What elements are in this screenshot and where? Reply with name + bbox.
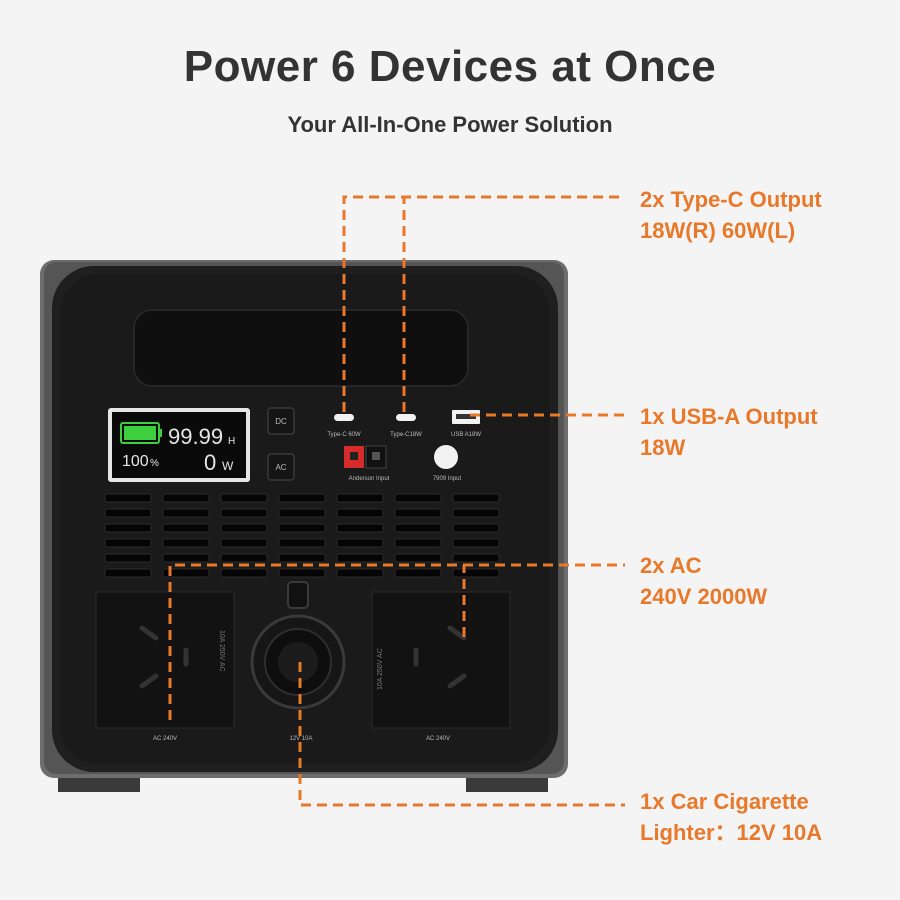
vent-slot — [394, 568, 442, 578]
vent-slot — [162, 493, 210, 503]
lcd-percent-unit: % — [150, 458, 159, 469]
ac-socket-right: 10A 250V AC — [371, 591, 511, 729]
vent-slot — [104, 553, 152, 563]
vent-slot — [162, 568, 210, 578]
socket-rating-right: 10A 250V AC — [377, 648, 384, 690]
vent-slot — [104, 493, 152, 503]
ac-240v-left-label: AC 240V — [153, 736, 177, 742]
callout-usb-a-line1: 1x USB-A Output — [640, 404, 818, 429]
vent-slot — [220, 493, 268, 503]
socket-rating-left: 10A 250V AC — [218, 630, 225, 672]
vent-slot — [394, 508, 442, 518]
vent-slot — [278, 523, 326, 533]
vent-slot — [452, 538, 500, 548]
page-subtitle: Your All-In-One Power Solution — [287, 112, 613, 137]
callout-ac-line1: 2x AC — [640, 553, 702, 578]
callout-car-lighter: 1x Car Cigarette Lighter：12V 10A — [640, 786, 822, 848]
callout-ac: 2x AC 240V 2000W — [640, 550, 767, 612]
lcd-watts-unit: W — [222, 459, 234, 473]
car-socket — [250, 581, 346, 710]
vent-slot — [452, 493, 500, 503]
callout-car-line1: 1x Car Cigarette — [640, 789, 809, 814]
vent-slot — [452, 553, 500, 563]
vent-slot — [162, 553, 210, 563]
vent-slot — [104, 523, 152, 533]
vent-slot — [278, 493, 326, 503]
vent-slot — [394, 553, 442, 563]
vent-slot — [278, 508, 326, 518]
page-title: Power 6 Devices at Once — [183, 42, 717, 91]
vent-slot — [104, 538, 152, 548]
leader-ac — [168, 563, 625, 720]
vent-slot — [394, 538, 442, 548]
ac-socket-left: 10A 250V AC — [95, 591, 235, 729]
callout-usb-a: 1x USB-A Output 18W — [640, 401, 818, 463]
vent-slot — [104, 508, 152, 518]
anderson-input-port — [344, 445, 387, 469]
callout-leader-lines — [168, 195, 625, 807]
dc-button — [267, 407, 295, 435]
lcd-percent: 100 — [122, 453, 149, 470]
vent-slot — [220, 553, 268, 563]
vent-slot — [336, 493, 384, 503]
type-c-18w-port — [396, 414, 416, 421]
vent-slot — [394, 523, 442, 533]
vent-slot — [394, 493, 442, 503]
vent-slot — [220, 538, 268, 548]
callout-type-c-line1: 2x Type-C Output — [640, 187, 822, 212]
ac-button-label: AC — [275, 463, 286, 472]
vent-slot — [220, 568, 268, 578]
car-port-label: 12V 10A — [289, 736, 312, 742]
ac-240v-right-label: AC 240V — [426, 736, 450, 742]
leader-car — [298, 662, 625, 807]
vent-slot — [278, 568, 326, 578]
vent-slot — [220, 523, 268, 533]
vent-slot — [278, 538, 326, 548]
vent-slot — [162, 508, 210, 518]
usb-a-label: USB A18W — [451, 432, 481, 438]
vent-slot — [336, 523, 384, 533]
vent-slot — [452, 568, 500, 578]
ventilation-grille — [104, 493, 500, 578]
vent-slot — [452, 508, 500, 518]
vent-slot — [162, 523, 210, 533]
handle-recess — [133, 309, 469, 387]
vent-slot — [336, 553, 384, 563]
leader-type-c — [342, 195, 625, 412]
vent-slot — [278, 553, 326, 563]
vent-slot — [452, 523, 500, 533]
callout-car-line2: Lighter：12V 10A — [640, 820, 823, 845]
vent-slot — [104, 568, 152, 578]
vent-slot — [220, 508, 268, 518]
type-c-60w-port — [334, 414, 354, 421]
vent-slot — [336, 508, 384, 518]
callout-usb-a-line2: 18W — [640, 435, 686, 460]
dc-button-label: DC — [275, 417, 287, 426]
callout-type-c: 2x Type-C Output 18W(R) 60W(L) — [640, 184, 822, 246]
lcd-time-unit: H — [228, 436, 235, 447]
type-c-18w-label: Type-C18W — [390, 432, 422, 438]
anderson-input-label: Anderson Input — [349, 476, 390, 482]
callout-type-c-line2: 18W(R) 60W(L) — [640, 218, 796, 243]
ac-button — [267, 453, 295, 481]
battery-fill — [124, 426, 156, 440]
lcd-time: 99.99 — [168, 424, 223, 449]
type-c-60w-label: Type-C 60W — [327, 432, 361, 438]
lcd-watts: 0 — [204, 450, 216, 475]
input-7909-port — [434, 445, 458, 469]
vent-slot — [336, 568, 384, 578]
vent-slot — [162, 538, 210, 548]
callout-ac-line2: 240V 2000W — [640, 584, 768, 609]
battery-icon — [120, 422, 162, 444]
input-7909-label: 7909 Input — [433, 476, 462, 482]
vent-slot — [336, 538, 384, 548]
